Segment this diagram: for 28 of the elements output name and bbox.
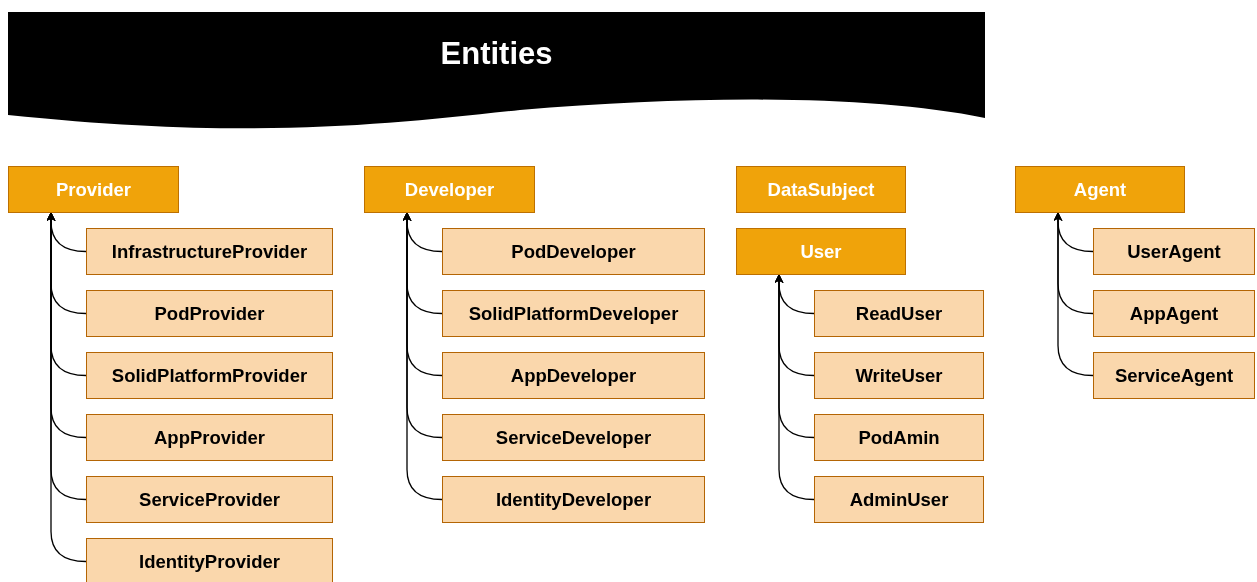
subclass-box: ReadUser (814, 290, 984, 337)
subclass-box: AdminUser (814, 476, 984, 523)
subclass-box: IdentityDeveloper (442, 476, 705, 523)
subclass-box: UserAgent (1093, 228, 1255, 275)
subclass-box: IdentityProvider (86, 538, 333, 582)
subclass-box: PodProvider (86, 290, 333, 337)
subclass-box: AppProvider (86, 414, 333, 461)
subclass-box: ServiceAgent (1093, 352, 1255, 399)
subclass-box: AppDeveloper (442, 352, 705, 399)
class-box: User (736, 228, 906, 275)
class-box: Provider (8, 166, 179, 213)
subclass-box: PodDeveloper (442, 228, 705, 275)
class-box: Developer (364, 166, 535, 213)
subclass-box: PodAmin (814, 414, 984, 461)
subclass-box: SolidPlatformDeveloper (442, 290, 705, 337)
subclass-box: AppAgent (1093, 290, 1255, 337)
subclass-box: ServiceDeveloper (442, 414, 705, 461)
class-box: Agent (1015, 166, 1185, 213)
inheritance-arrow (402, 212, 443, 501)
title: Entities (439, 36, 554, 72)
subclass-box: InfrastructureProvider (86, 228, 333, 275)
subclass-box: SolidPlatformProvider (86, 352, 333, 399)
class-box: DataSubject (736, 166, 906, 213)
inheritance-arrow (774, 274, 815, 501)
subclass-box: ServiceProvider (86, 476, 333, 523)
inheritance-arrow (46, 212, 87, 563)
subclass-box: WriteUser (814, 352, 984, 399)
inheritance-arrow (1053, 212, 1094, 377)
